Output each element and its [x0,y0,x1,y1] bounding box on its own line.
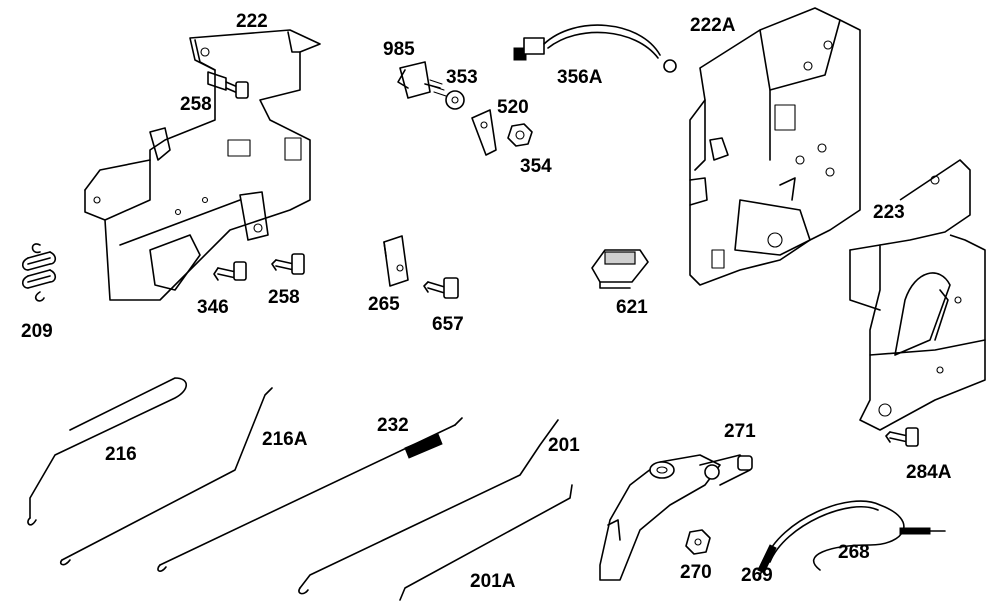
label-222A: 222A [690,15,736,36]
label-209: 209 [21,321,53,342]
label-985: 985 [383,39,415,60]
part-258-lower-bolt [271,253,305,275]
part-354-nut [507,123,533,147]
part-258-upper-bolt [207,71,249,99]
part-201A-rod [399,484,573,601]
part-271-lever [599,454,753,581]
label-216: 216 [105,444,137,465]
part-346-bolt [213,261,247,281]
part-353-washer [445,90,465,110]
label-270: 270 [680,562,712,583]
label-258-upper: 258 [180,94,212,115]
label-621: 621 [616,297,648,318]
label-258-lower: 258 [268,287,300,308]
label-268: 268 [838,542,870,563]
part-657-bolt [423,277,459,299]
label-284A: 284A [906,462,952,483]
part-232-spring-rod [157,417,463,572]
label-223: 223 [873,202,905,223]
label-265: 265 [368,294,400,315]
part-223-bracket [849,159,986,431]
label-346: 346 [197,297,229,318]
part-356A-wire [513,24,677,73]
label-201A: 201A [470,571,516,592]
part-520-bracket [471,109,497,156]
part-621-holder [591,249,649,289]
label-201: 201 [548,435,580,456]
label-353: 353 [446,67,478,88]
part-265-clip [383,235,409,287]
part-985-clip [397,61,447,99]
part-270-nut [685,529,711,555]
label-222: 222 [236,11,268,32]
part-284A-bolt [885,427,919,447]
part-222A-plate [689,7,861,286]
part-216-rod [27,377,188,526]
part-209-spring [21,243,57,302]
label-216A: 216A [262,429,308,450]
label-356A: 356A [557,67,603,88]
label-269: 269 [741,565,773,586]
part-201-rod [298,419,559,595]
label-520: 520 [497,97,529,118]
part-269-wire-end [757,555,769,581]
label-354: 354 [520,156,552,177]
label-271: 271 [724,421,756,442]
part-222-bracket [84,29,321,301]
label-232: 232 [377,415,409,436]
label-657: 657 [432,314,464,335]
part-216A-rod [59,387,273,566]
